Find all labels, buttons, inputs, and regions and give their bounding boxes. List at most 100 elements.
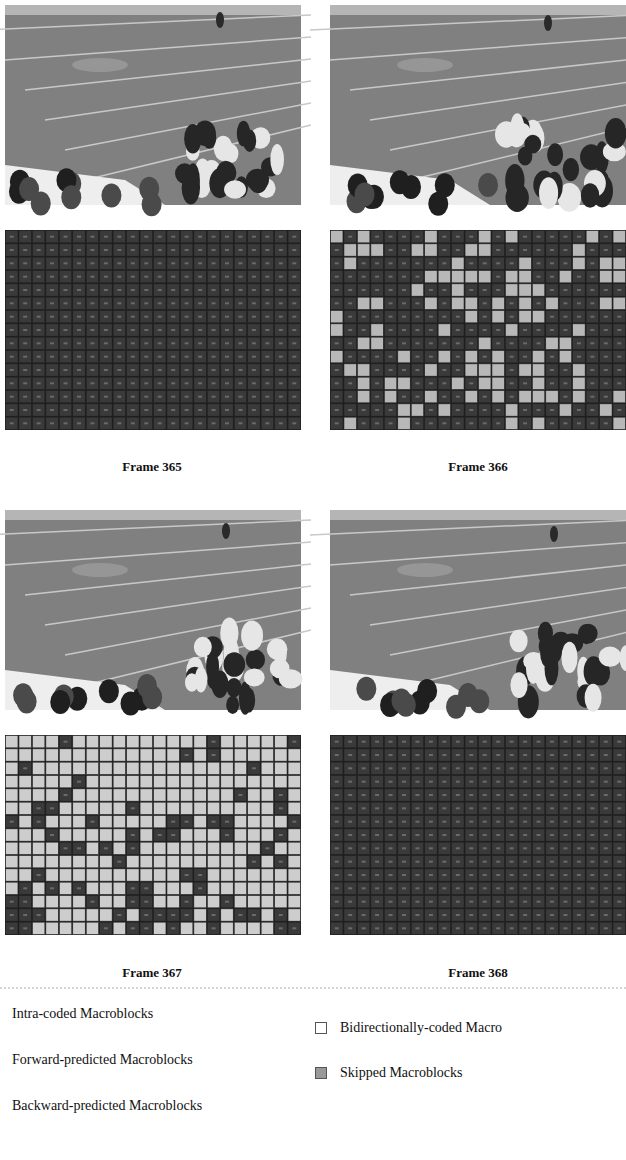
macroblock-texture	[23, 422, 27, 424]
macroblock-texture	[617, 356, 621, 358]
macroblock-texture	[171, 914, 175, 916]
macroblock	[331, 829, 343, 841]
macroblock-texture	[362, 262, 366, 264]
yard-line	[370, 586, 626, 625]
macroblock-texture	[252, 329, 256, 331]
macroblock	[207, 789, 219, 801]
macroblock	[248, 856, 260, 868]
macroblock-texture	[225, 302, 229, 304]
player	[244, 668, 265, 686]
macroblock	[573, 297, 585, 309]
macroblock	[167, 762, 179, 774]
macroblock-texture	[117, 382, 121, 384]
macroblock	[167, 351, 179, 363]
macroblock	[288, 391, 300, 403]
macroblock-texture	[90, 249, 94, 251]
macroblock-texture	[590, 396, 594, 398]
macroblock	[167, 417, 179, 429]
macroblock	[425, 736, 437, 748]
macroblock	[492, 324, 504, 336]
macroblock-texture	[348, 396, 352, 398]
macroblock	[546, 337, 558, 349]
macroblock	[425, 762, 437, 774]
macroblock	[519, 271, 531, 283]
macroblock	[261, 802, 273, 814]
macroblock	[452, 364, 464, 376]
macroblock-grid	[330, 230, 626, 430]
macroblock	[331, 364, 343, 376]
macroblock-texture	[158, 396, 162, 398]
macroblock-texture	[104, 289, 108, 291]
macroblock-texture	[415, 342, 419, 344]
macroblock-texture	[10, 316, 14, 318]
macroblock	[600, 257, 612, 269]
macroblock-texture	[456, 409, 460, 411]
macroblock	[167, 776, 179, 788]
macroblock	[573, 776, 585, 788]
macroblock	[586, 351, 598, 363]
macroblock	[600, 324, 612, 336]
macroblock-texture	[131, 901, 135, 903]
macroblock	[19, 922, 31, 934]
macroblock	[438, 829, 450, 841]
macroblock-texture	[64, 262, 68, 264]
macroblock	[46, 364, 58, 376]
macroblock-texture	[185, 329, 189, 331]
macroblock	[452, 377, 464, 389]
macroblock	[331, 391, 343, 403]
macroblock-texture	[469, 382, 473, 384]
macroblock-texture	[617, 316, 621, 318]
macroblock-texture	[265, 236, 269, 238]
macroblock	[46, 829, 58, 841]
macroblock-texture	[510, 316, 514, 318]
macroblock-texture	[617, 249, 621, 251]
macroblock	[46, 404, 58, 416]
macroblock-texture	[265, 276, 269, 278]
macroblock-texture	[212, 914, 216, 916]
macroblock	[357, 842, 369, 854]
macroblock	[357, 802, 369, 814]
macroblock	[275, 776, 287, 788]
macroblock	[261, 882, 273, 894]
macroblock	[438, 324, 450, 336]
macroblock-texture	[577, 422, 581, 424]
macroblock	[140, 297, 152, 309]
macroblock	[261, 896, 273, 908]
macroblock	[465, 762, 477, 774]
macroblock	[546, 271, 558, 283]
macroblock	[586, 364, 598, 376]
macroblock	[194, 324, 206, 336]
macroblock	[371, 377, 383, 389]
macroblock	[46, 271, 58, 283]
spectator	[356, 677, 376, 701]
macroblock	[113, 391, 125, 403]
yard-line	[0, 520, 311, 535]
macroblock	[6, 749, 18, 761]
macroblock	[234, 337, 246, 349]
macroblock	[505, 736, 517, 748]
macroblock-texture	[252, 396, 256, 398]
macroblock	[100, 896, 112, 908]
macroblock	[465, 736, 477, 748]
macroblock-texture	[402, 342, 406, 344]
macroblock-texture	[90, 821, 94, 823]
macroblock	[86, 271, 98, 283]
macroblock	[452, 391, 464, 403]
player	[182, 171, 200, 204]
macroblock-texture	[198, 409, 202, 411]
player	[510, 630, 528, 652]
macroblock	[127, 816, 139, 828]
macroblock	[546, 404, 558, 416]
macroblock	[180, 869, 192, 881]
macroblock	[275, 869, 287, 881]
macroblock	[559, 377, 571, 389]
macroblock	[86, 297, 98, 309]
macroblock	[248, 829, 260, 841]
macroblock	[288, 244, 300, 256]
macroblock	[398, 736, 410, 748]
macroblock	[127, 776, 139, 788]
macroblock	[411, 297, 423, 309]
macroblock	[600, 311, 612, 323]
macroblock	[32, 311, 44, 323]
